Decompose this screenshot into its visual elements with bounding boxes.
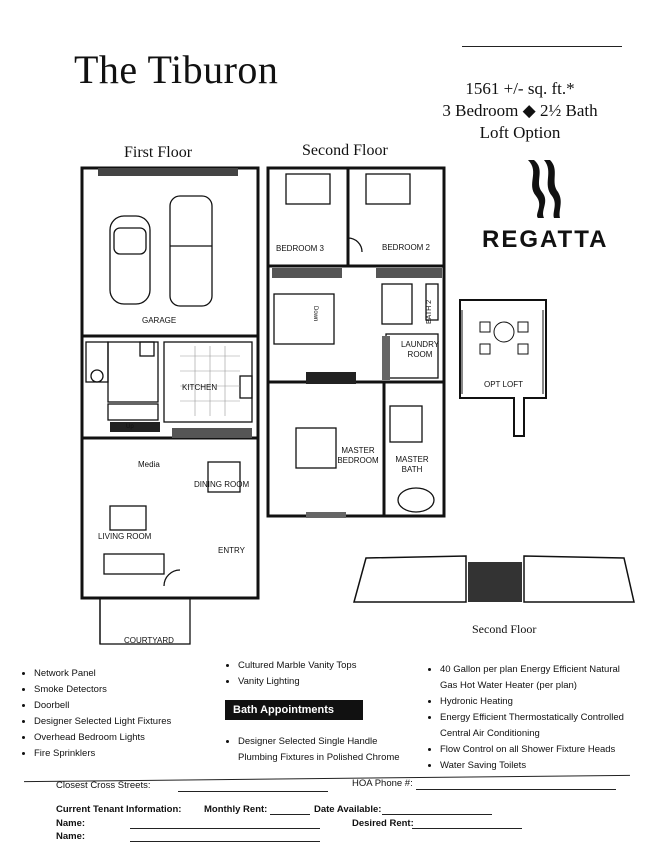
option-text: Loft Option [479,123,561,142]
regatta-logo-text: REGATTA [482,226,609,253]
cross-streets-field[interactable] [178,791,328,792]
feature-item: Smoke Detectors [34,682,212,698]
master-bath-label: MASTER BATH [395,455,429,474]
first-floor-plan [80,166,260,645]
features-column-1: Network Panel Smoke Detectors Doorbell D… [22,666,212,762]
sqft-text: 1561 +/- sq. ft.* [465,79,575,98]
desired-rent-field[interactable] [412,828,522,829]
stair-up-label: Up [126,424,134,430]
feature-item: Designer Selected Light Fixtures [34,714,212,730]
date-available-field[interactable] [382,814,492,815]
courtyard-label: COURTYARD [124,636,174,645]
hoa-phone-field[interactable] [416,789,616,790]
rooms-text: 3 Bedroom ◆ 2½ Bath [442,101,598,120]
laundry-room-label: LAUNDRY ROOM [400,340,440,359]
stair-down-label: Down [312,306,318,322]
features-column-3: 40 Gallon per plan Energy Efficient Natu… [428,662,628,774]
master-bedroom-label: MASTER BEDROOM [337,446,379,465]
second-floor-plan [266,166,446,518]
bath-2-label: BATH 2 [426,300,433,324]
hoa-phone-label: HOA Phone #: [352,778,413,789]
feature-item: Network Panel [34,666,212,682]
second-floor-bottom-label: Second Floor [472,622,537,636]
desired-rent-label: Desired Rent: [352,818,414,829]
second-floor-elevation [353,555,635,603]
garage-label: GARAGE [142,316,177,325]
name-label-1: Name: [56,818,86,829]
feature-item: Doorbell [34,698,212,714]
date-available-label: Date Available: [314,804,382,815]
monthly-rent-label: Monthly Rent: [204,804,268,815]
feature-item: Water Saving Toilets [440,758,628,774]
specs-block: 1561 +/- sq. ft.* 3 Bedroom ◆ 2½ Bath Lo… [420,78,620,144]
regatta-logo-mark [528,160,561,218]
second-floor-label: Second Floor [302,142,388,159]
media-label: Media [138,460,160,469]
kitchen-label: KITCHEN [182,383,218,392]
page-title: The Tiburon [74,47,279,92]
cross-streets-label: Closest Cross Streets: [56,780,151,791]
dining-room-label: DINING ROOM [194,480,250,489]
bedroom-2-label: BEDROOM 2 [382,243,431,252]
bedroom-3-label: BEDROOM 3 [276,244,325,253]
name-field-2[interactable] [130,841,320,842]
name-field-1[interactable] [130,828,320,829]
feature-item: Flow Control on all Shower Fixture Heads [440,742,628,758]
bath-appointments-heading: Bath Appointments [225,700,363,720]
opt-loft-plan [459,299,547,437]
feature-item: Fire Sprinklers [34,746,212,762]
first-floor-label: First Floor [124,144,193,161]
feature-item: Vanity Lighting [238,674,406,690]
entry-label: ENTRY [218,546,245,555]
title-rule [462,46,622,47]
feature-item: Designer Selected Single Handle Plumbing… [238,734,406,766]
feature-item: Hydronic Heating [440,694,628,710]
tenant-info-label: Current Tenant Information: [56,804,182,815]
opt-loft-label: OPT LOFT [484,380,523,389]
feature-item: Overhead Bedroom Lights [34,730,212,746]
monthly-rent-field[interactable] [270,814,310,815]
living-room-label: LIVING ROOM [98,532,152,541]
feature-item: 40 Gallon per plan Energy Efficient Natu… [440,662,628,694]
feature-item: Energy Efficient Thermostatically Contro… [440,710,628,742]
feature-item: Cultured Marble Vanity Tops [238,658,406,674]
name-label-2: Name: [56,831,86,842]
features-column-2: Cultured Marble Vanity Tops Vanity Light… [226,658,406,690]
features-column-2-bath: Designer Selected Single Handle Plumbing… [226,734,406,766]
